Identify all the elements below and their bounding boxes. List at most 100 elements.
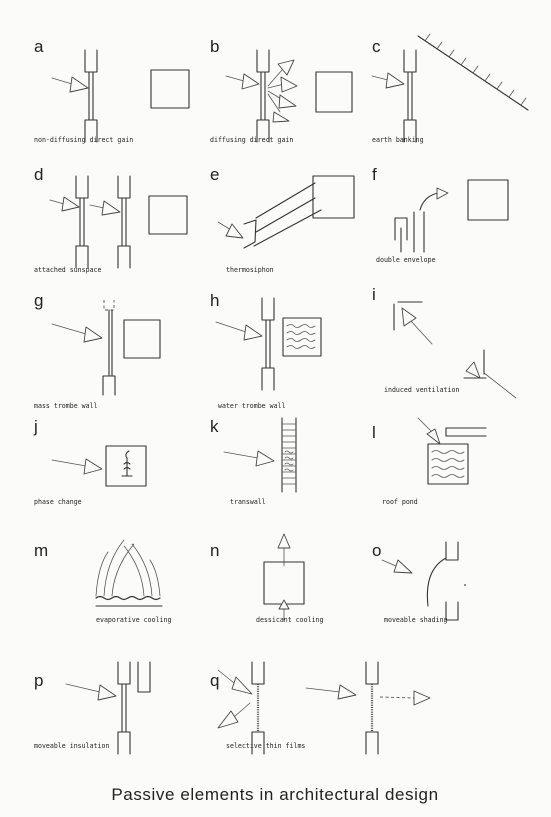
trombe-wall-g [102,309,116,396]
earth-bank-c [417,33,529,111]
element-n: n dessicant cooling [210,533,324,624]
water-room-h [282,317,322,357]
film-window-q1 [251,661,265,755]
caption-i: induced ventilation [384,386,459,394]
element-a: a non-diffusing direct gain [34,37,190,144]
sun-arrow-p [65,683,117,701]
sun-arrow-j [51,458,103,475]
room-j [105,445,147,487]
caption-o: moveable shading [384,616,448,624]
air-arrow-f [436,187,449,200]
caption-h: water trombe wall [218,402,286,410]
element-k: k transwall [210,417,297,506]
outer-glazing-d [75,175,89,269]
caption-e: thermosiphon [226,266,274,274]
movable-cover-l [445,427,487,437]
element-j: j phase change [33,417,147,506]
element-m: m evaporative cooling [34,539,171,624]
caption-a: non-diffusing direct gain [34,136,133,144]
water-surface-m [95,595,161,601]
film-window-q2 [365,661,379,755]
element-e: e thermosiphon [210,165,355,274]
caption-m: evaporative cooling [96,616,171,624]
caption-c: earth banking [372,136,424,144]
room-d [148,195,188,235]
envelope-walls-f [400,211,425,253]
room-g [123,319,161,359]
vent-lower-i [463,349,517,399]
caption-q: selective thin films [226,742,305,750]
vent-g [103,300,115,311]
pond-room-l [427,443,469,485]
letter-q: q [210,671,219,690]
sun-arrow-c [371,72,405,89]
letter-e: e [210,165,219,184]
letter-h: h [210,291,219,310]
window-frame-o [445,541,459,621]
caption-n: dessicant cooling [256,616,324,624]
trombe-wall-h [261,297,275,391]
sun-arrow-b [225,73,260,90]
letter-p: p [34,671,43,690]
vent-upper-i [393,301,423,331]
diffused-rays-b [267,59,298,123]
water-waves-h [286,324,316,349]
letter-j: j [33,417,38,436]
element-d: d attached sunspace [34,165,188,274]
shading-device-o [426,557,447,607]
caption-j: phase change [34,498,82,506]
room-e [312,175,355,219]
letter-b: b [210,37,219,56]
sun-arrow-e [217,221,244,239]
transmitted-arrow-q2 [379,690,431,706]
evaporation-arcs-m [95,539,161,597]
reflected-arrow-q1 [217,702,251,729]
element-p: p moveable insulation [34,661,151,755]
air-flow-f [419,192,439,211]
caption-b: diffusing direct gain [210,136,293,144]
letter-o: o [372,541,381,560]
letter-g: g [34,291,43,310]
sun-arrow-o [381,559,413,574]
element-g: g mass trombe wall [34,291,161,410]
room-n [263,561,305,605]
room-b [315,71,353,113]
diagram-title: Passive elements in architectural design [111,785,438,804]
incoming-arrow-q2 [305,684,357,700]
sun-arrow-h [215,321,263,341]
window-wall-b [256,49,270,143]
room-a [150,69,190,109]
sun-arrow-a [51,76,89,93]
sun-arrow-d [49,196,121,216]
siphon-ducts-e [253,182,322,247]
sun-arrow-k [223,450,275,467]
element-l: l roof pond [372,417,487,506]
mark-dot-o [464,584,466,586]
letter-k: k [210,417,219,436]
element-c: c earth banking [371,33,529,144]
letter-c: c [372,37,381,56]
window-wall-c [403,49,417,143]
pond-waves-l [431,450,465,478]
window-wall-p [117,661,131,755]
caption-p: moveable insulation [34,742,109,750]
element-h: h water trombe wall [210,291,322,410]
letter-f: f [372,165,377,184]
element-f: f double envelope [372,165,509,264]
insulation-panel-p [137,661,151,693]
letter-m: m [34,541,48,560]
collector-e [243,219,257,249]
phase-change-element-j [121,450,133,477]
element-i: i induced ventilation [372,285,517,399]
element-o: o moveable shading [372,541,466,624]
air-in-arrow-n [278,599,290,621]
caption-d: attached sunspace [34,266,102,274]
sun-arrow-l [417,417,441,445]
letter-l: l [372,423,376,442]
caption-l: roof pond [382,498,418,506]
letter-i: i [372,285,376,304]
incoming-arrow-q1 [217,669,253,695]
letter-n: n [210,541,219,560]
